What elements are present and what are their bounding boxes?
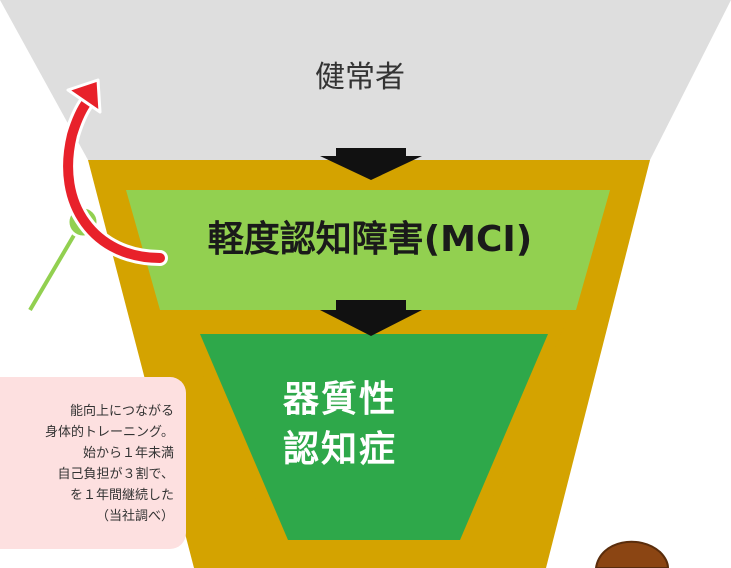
mci-stage-label: 軽度認知障害(MCI) — [207, 219, 533, 260]
note-line: 身体的トレーニング。 — [45, 425, 174, 440]
dementia-stage-label: 器質性 — [282, 379, 397, 420]
return-arrow-icon — [63, 93, 165, 263]
dementia-stage-shape — [200, 334, 548, 540]
note-line: 自己負担が３割で、 — [57, 467, 174, 482]
character-head-icon — [594, 540, 670, 568]
arrow-down-icon — [320, 300, 422, 336]
note-line: 始から１年未満 — [82, 446, 174, 461]
note-line: （当社調べ） — [95, 509, 174, 524]
mci-stage-shape — [126, 190, 610, 310]
info-callout-box: 能向上につながる 身体的トレーニング。 始から１年未満 自己負担が３割で、 を１… — [0, 377, 186, 549]
healthy-stage-shape — [0, 0, 731, 160]
return-arrowhead-icon — [66, 78, 102, 114]
note-line: 能向上につながる — [69, 404, 174, 419]
arrow-down-icon — [320, 148, 422, 180]
note-line: を１年間継続した — [69, 488, 174, 503]
dementia-stage-label-2: 認知症 — [282, 429, 397, 470]
healthy-stage-label: 健常者 — [315, 60, 405, 95]
connector-line — [28, 223, 82, 312]
